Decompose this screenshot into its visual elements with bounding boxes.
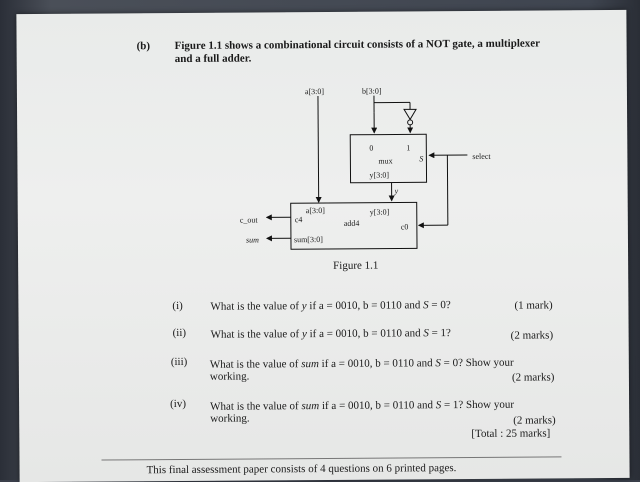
- subquestion-marks: (1 mark): [514, 299, 552, 312]
- adder-sum-label: sum[3:0]: [294, 233, 323, 246]
- adder-a-label: a[3:0]: [306, 204, 325, 217]
- input-a-label: a[3:0]: [305, 85, 324, 98]
- mux-select-label: S: [419, 152, 423, 165]
- subquestion-marks: (2 marks): [511, 329, 554, 342]
- total-marks: [Total : 25 marks]: [471, 427, 550, 441]
- subquestion-text: What is the value of sum if a = 0010, b …: [210, 399, 514, 414]
- adder-c0-label: c0: [401, 220, 409, 233]
- subquestion-text: What is the value of y if a = 0010, b = …: [211, 327, 451, 342]
- mux-input-0: 0: [369, 142, 373, 155]
- adder-c4-label: c4: [295, 213, 303, 226]
- subquestion-text-line-2: working.: [210, 413, 250, 426]
- subquestion-text: What is the value of sum if a = 0010, b …: [210, 357, 514, 372]
- adder-name: add4: [344, 217, 360, 230]
- circuit-diagram: [16, 10, 640, 314]
- c-out-label: c_out: [240, 213, 258, 226]
- adder-y-label: y[3:0]: [370, 206, 390, 219]
- subquestion-marks: (2 marks): [513, 414, 556, 427]
- subquestion-number: (iii): [171, 356, 188, 369]
- subquestion-number: (i): [172, 300, 182, 313]
- subquestion-text-line-2: working.: [210, 371, 250, 384]
- part-label: (b): [137, 40, 151, 53]
- select-label: select: [472, 150, 490, 163]
- footer-note: This final assessment paper consists of …: [147, 462, 457, 477]
- footer-divider: [101, 456, 561, 460]
- input-b-label: b[3:0]: [362, 85, 382, 98]
- exam-paper: (b) Figure 1.1 shows a combinational cir…: [16, 10, 629, 482]
- mux-output-label: y[3:0]: [369, 169, 389, 182]
- subquestion-marks: (2 marks): [512, 371, 555, 384]
- intro-line-2: and a full adder.: [175, 52, 252, 66]
- subquestion-text: What is the value of y if a = 0010, b = …: [210, 299, 450, 314]
- mux-label: mux: [378, 155, 392, 168]
- mux-input-1: 1: [406, 141, 410, 154]
- intro-line-1: Figure 1.1 shows a combinational circuit…: [175, 37, 541, 53]
- sum-out-label: sum: [246, 233, 259, 246]
- figure-caption: Figure 1.1: [333, 260, 378, 273]
- wire-y-label: y: [395, 184, 399, 197]
- subquestion-number: (ii): [173, 327, 187, 340]
- subquestion-number: (iv): [170, 398, 186, 411]
